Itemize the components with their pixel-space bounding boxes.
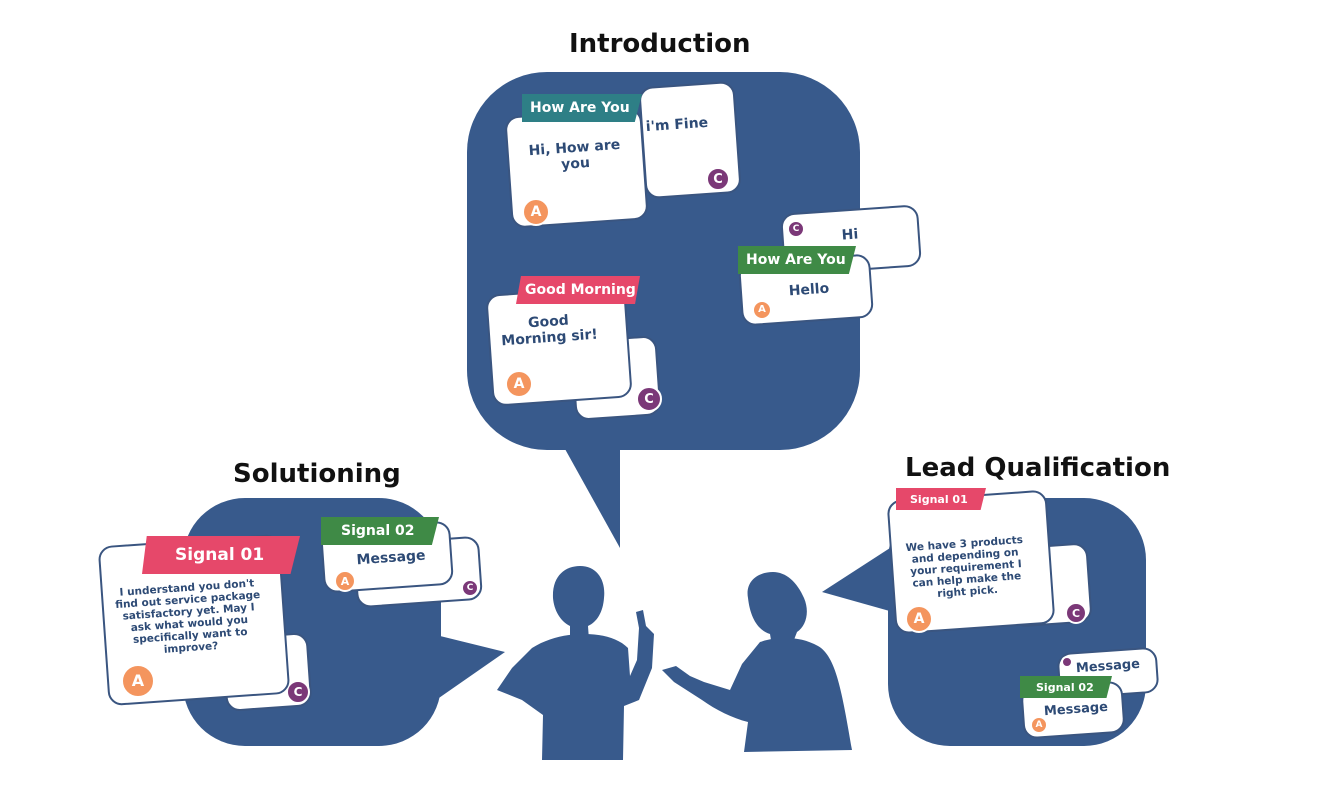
intro-customer-message: Hi xyxy=(841,226,859,244)
customer-avatar: C xyxy=(286,680,310,704)
customer-avatar: C xyxy=(1065,602,1087,624)
agent-avatar: A xyxy=(1030,716,1048,734)
agent-avatar: A xyxy=(121,664,155,698)
solutioning-panel-tail xyxy=(436,635,505,700)
introduction-title: Introduction xyxy=(569,29,751,59)
solutioning-title: Solutioning xyxy=(233,459,401,489)
lead-qualification-title: Lead Qualification xyxy=(905,453,1171,483)
introduction-panel-tail xyxy=(560,440,620,548)
customer-avatar: C xyxy=(636,386,662,412)
customer-avatar: C xyxy=(706,167,730,191)
person-gesturing-icon xyxy=(662,572,852,752)
agent-avatar: A xyxy=(505,370,533,398)
solutioning-agent-message: I understand you don't find out service … xyxy=(114,577,261,657)
lead-qualification-panel-tail xyxy=(822,546,893,612)
lead-signal-tag: Signal 01 xyxy=(896,488,986,510)
lead-agent-message: We have 3 products and depending on your… xyxy=(905,533,1024,601)
customer-avatar: C xyxy=(461,579,479,597)
lead-signal-tag: Signal 02 xyxy=(1020,676,1112,698)
person-pointing-icon xyxy=(497,566,654,760)
customer-avatar xyxy=(1061,656,1073,668)
intro-topic-tag: How Are You xyxy=(738,246,856,274)
agent-avatar: A xyxy=(752,300,772,320)
agent-avatar: A xyxy=(334,570,356,592)
customer-avatar: C xyxy=(787,220,805,238)
solutioning-signal-tag: Signal 02 xyxy=(321,517,439,545)
intro-topic-tag: How Are You xyxy=(522,94,642,122)
intro-agent-message: Hi, How are you xyxy=(528,136,621,174)
intro-topic-tag: Good Morning xyxy=(516,276,640,304)
solutioning-signal-tag: Signal 01 xyxy=(142,536,300,574)
agent-avatar: A xyxy=(522,198,550,226)
agent-avatar: A xyxy=(905,605,933,633)
